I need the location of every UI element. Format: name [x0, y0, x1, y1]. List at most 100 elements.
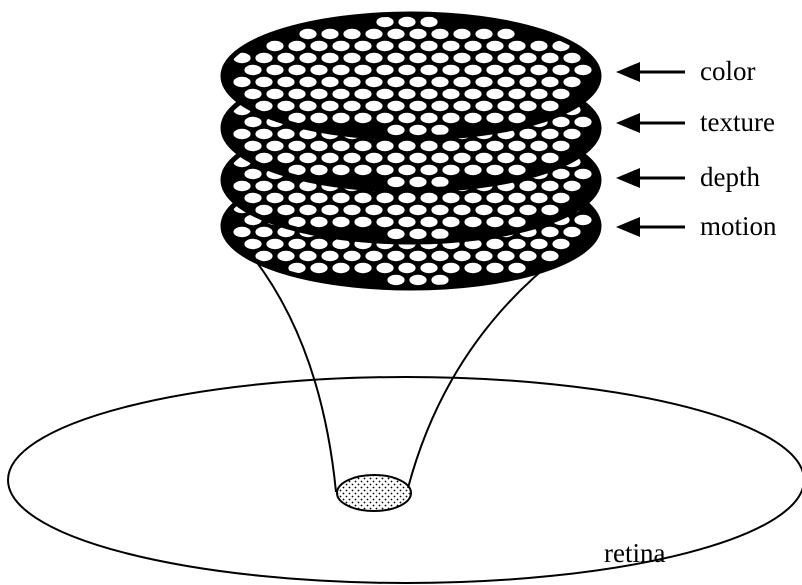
- cell: [398, 141, 415, 151]
- cell: [365, 251, 382, 261]
- cell: [266, 193, 283, 203]
- cell: [310, 89, 327, 99]
- cell: [288, 89, 305, 99]
- cell: [354, 141, 371, 151]
- cell: [354, 165, 371, 175]
- cell: [332, 113, 349, 123]
- cell: [486, 193, 503, 203]
- cell: [233, 181, 250, 191]
- cell: [453, 53, 470, 63]
- cell: [420, 263, 437, 273]
- cell: [244, 193, 261, 203]
- cell: [266, 239, 283, 249]
- cell: [464, 41, 481, 51]
- cell: [332, 165, 349, 175]
- cell: [552, 65, 569, 75]
- cell: [299, 153, 316, 163]
- cell: [354, 217, 371, 227]
- retina-patch: [337, 475, 411, 511]
- cell: [321, 29, 338, 39]
- cell: [464, 65, 481, 75]
- cell: [486, 263, 503, 273]
- cell: [310, 239, 327, 249]
- cell: [409, 153, 426, 163]
- cell: [442, 165, 459, 175]
- cell: [321, 77, 338, 87]
- cell: [310, 193, 327, 203]
- label-color: color: [700, 56, 755, 86]
- cell: [486, 65, 503, 75]
- cell: [255, 227, 272, 237]
- cell: [552, 141, 569, 151]
- cell: [233, 129, 250, 139]
- cell: [288, 65, 305, 75]
- layer-label-motion: motion: [616, 211, 777, 241]
- cell: [266, 41, 283, 51]
- cell: [519, 181, 536, 191]
- cell: [354, 41, 371, 51]
- cell: [409, 229, 426, 239]
- cell: [497, 53, 514, 63]
- cell: [409, 77, 426, 87]
- cell: [310, 263, 327, 273]
- cell: [332, 217, 349, 227]
- cell: [332, 141, 349, 151]
- cell: [365, 205, 382, 215]
- cell: [475, 153, 492, 163]
- cell: [431, 53, 448, 63]
- cell: [387, 177, 404, 187]
- cell: [343, 153, 360, 163]
- cell: [541, 251, 558, 261]
- cell: [321, 205, 338, 215]
- cell: [310, 113, 327, 123]
- cell: [376, 193, 393, 203]
- cell: [508, 89, 525, 99]
- layer-labels: color texture depth motion: [616, 56, 777, 241]
- cell: [519, 251, 536, 261]
- cell: [310, 217, 327, 227]
- cell: [486, 165, 503, 175]
- cell: [332, 41, 349, 51]
- cell: [420, 89, 437, 99]
- cell: [332, 65, 349, 75]
- cell: [541, 77, 558, 87]
- cell: [387, 275, 404, 285]
- cell: [299, 53, 316, 63]
- cell: [431, 275, 448, 285]
- cell: [299, 101, 316, 111]
- cell: [464, 141, 481, 151]
- cell: [387, 53, 404, 63]
- cell: [376, 17, 393, 27]
- cell: [508, 193, 525, 203]
- cell: [354, 65, 371, 75]
- cell: [255, 181, 272, 191]
- cell: [398, 89, 415, 99]
- feature-layers: [223, 14, 599, 288]
- cell: [409, 125, 426, 135]
- cell: [343, 77, 360, 87]
- cell: [332, 89, 349, 99]
- cell: [574, 169, 591, 179]
- cell: [453, 77, 470, 87]
- cell: [321, 53, 338, 63]
- cell: [244, 117, 261, 127]
- cell: [277, 101, 294, 111]
- cell: [541, 101, 558, 111]
- cell: [343, 251, 360, 261]
- cell: [409, 177, 426, 187]
- cell: [508, 263, 525, 273]
- cell: [409, 275, 426, 285]
- retina-ellipse: [8, 377, 802, 583]
- cell: [255, 77, 272, 87]
- cell: [387, 101, 404, 111]
- cell: [453, 29, 470, 39]
- cell: [530, 193, 547, 203]
- cell: [519, 53, 536, 63]
- cell: [277, 153, 294, 163]
- cell: [431, 101, 448, 111]
- cell: [343, 205, 360, 215]
- cell: [387, 251, 404, 261]
- cell: [431, 125, 448, 135]
- cell: [464, 263, 481, 273]
